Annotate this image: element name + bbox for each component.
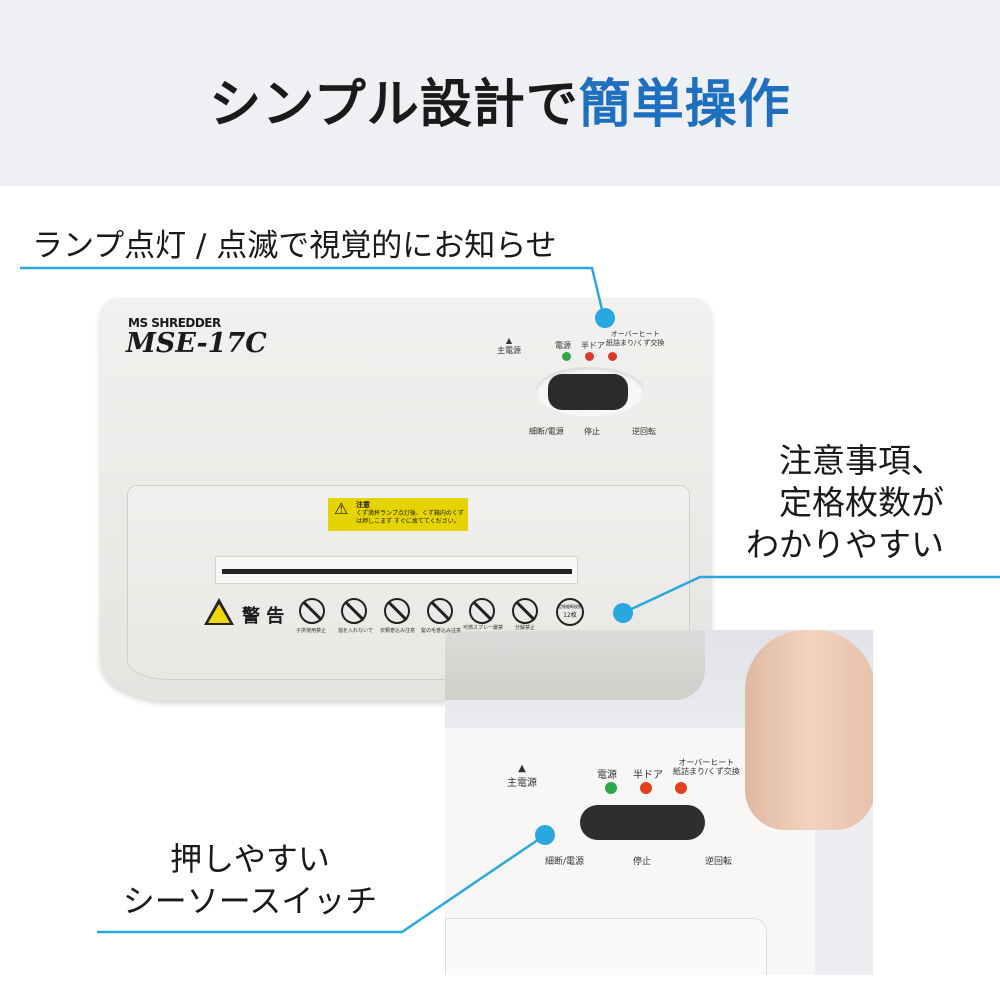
callout-dot-lamps bbox=[595, 308, 615, 328]
no-hair-icon bbox=[427, 598, 453, 624]
closeup-seesaw-switch[interactable] bbox=[580, 805, 705, 840]
finger bbox=[745, 630, 873, 830]
closeup-switch-label: 細断/電源 bbox=[545, 857, 585, 867]
closeup-lamp-overheat bbox=[675, 782, 687, 794]
caution-triangle-icon: ⚠ bbox=[334, 499, 349, 518]
no-hands-icon bbox=[341, 598, 367, 624]
icon-caption: 髪の毛巻込み注意 bbox=[421, 628, 462, 634]
model-name: MSE-17C bbox=[126, 328, 267, 359]
closeup-lamp-label: 電源 bbox=[597, 770, 617, 781]
main-power-label: ▲主電源 bbox=[497, 336, 521, 355]
switch-label-reverse: 逆回転 bbox=[632, 427, 656, 436]
icon-caption: 分解禁止 bbox=[514, 624, 537, 631]
callout-warnings: 注意事項、定格枚数がわかりやすい bbox=[746, 441, 944, 564]
switch-label-stop: 停止 bbox=[584, 427, 600, 436]
caution-label: ⚠ 注意くず満杯ランプ点灯後、くず箱内のくずは押しこまず すぐに捨ててください。 bbox=[328, 498, 468, 531]
closeup-switch-label: 逆回転 bbox=[705, 857, 733, 867]
closeup-photo: ▲主電源 電源 半ドア オーバーヒート 紙詰まり/くず交換 細断/電源 停止 逆… bbox=[445, 630, 873, 975]
closeup-switch-label: 停止 bbox=[633, 857, 652, 867]
page-title: シンプル設計で簡単操作 bbox=[0, 62, 1000, 137]
lamp-overheat bbox=[608, 352, 617, 361]
paper-slot[interactable] bbox=[215, 556, 578, 584]
lamp-label-power: 電源 bbox=[555, 341, 571, 350]
lamp-label-overheat: オーバーヒート 紙詰まり/くず交換 bbox=[606, 330, 665, 347]
seesaw-switch[interactable] bbox=[548, 374, 628, 410]
icon-caption: 可燃スプレー厳禁 bbox=[462, 624, 505, 631]
closeup-main-power: ▲主電源 bbox=[507, 763, 537, 789]
title-plain: シンプル設計で bbox=[209, 75, 579, 135]
closeup-lamp-power bbox=[605, 782, 617, 794]
header-band bbox=[0, 0, 1000, 186]
lamp-power bbox=[562, 352, 571, 361]
callout-lamps: ランプ点灯 / 点滅で視覚的にお知らせ bbox=[32, 228, 557, 264]
lamp-door bbox=[585, 352, 594, 361]
no-clothing-icon bbox=[384, 598, 410, 624]
no-spray-icon bbox=[469, 598, 495, 624]
no-children-icon bbox=[299, 598, 325, 624]
no-disassembly-icon bbox=[512, 598, 538, 624]
brand-logo: MS SHREDDER bbox=[128, 316, 221, 330]
closeup-lamp-door bbox=[640, 782, 652, 794]
warning-title: 警 告 bbox=[242, 606, 285, 627]
closeup-lamp-label: 半ドア bbox=[633, 770, 663, 781]
callout-dot-warnings bbox=[613, 603, 633, 623]
icon-caption: 衣類巻込み注意 bbox=[380, 628, 416, 634]
callout-switch: 押しやすいシーソースイッチ bbox=[122, 840, 378, 920]
title-highlight: 簡単操作 bbox=[578, 75, 791, 135]
icon-caption: 子供使用禁止 bbox=[296, 628, 327, 634]
lamp-label-door: 半ドア bbox=[581, 341, 605, 350]
switch-label-shred: 細断/電源 bbox=[529, 427, 564, 436]
icon-caption: 指を入れないで bbox=[338, 628, 373, 634]
closeup-lamp-label: オーバーヒート 紙詰まり/くず交換 bbox=[673, 758, 740, 776]
callout-dot-switch bbox=[535, 825, 555, 845]
